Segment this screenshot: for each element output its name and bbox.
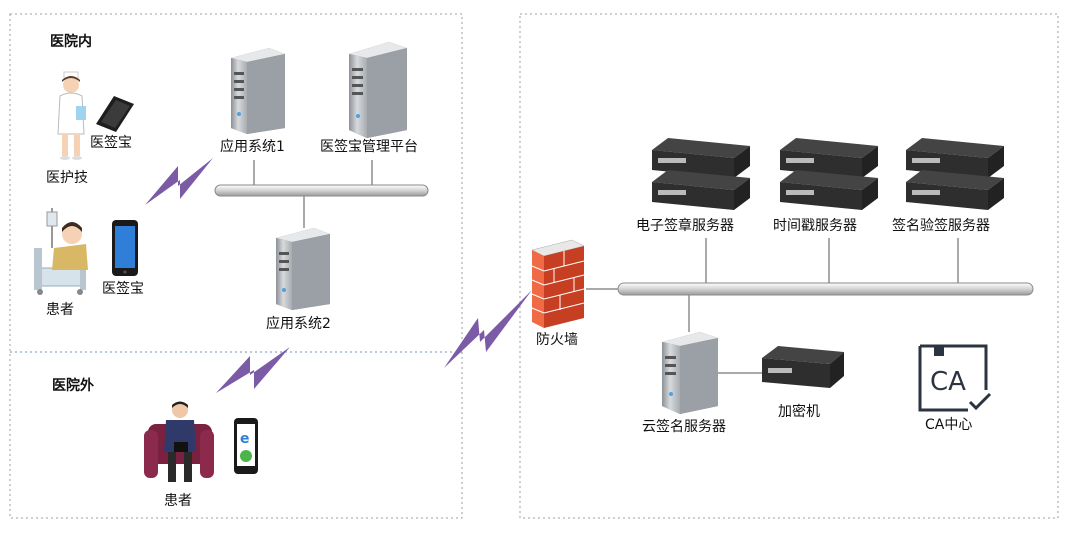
label-cloud-sign-server: 云签名服务器 xyxy=(642,419,726,435)
label-patient-outside: 患者 xyxy=(164,493,192,509)
patient-bed-icon xyxy=(34,208,88,295)
patient-sofa-icon xyxy=(144,401,214,482)
lightning-link-icon xyxy=(216,347,290,393)
phone-icon xyxy=(96,96,134,132)
lightning-link-icon xyxy=(444,290,532,368)
server-tower-icon xyxy=(276,228,330,310)
rack-server-icon xyxy=(762,346,844,388)
server-tower-icon xyxy=(231,48,285,134)
rack-server-icon xyxy=(906,138,1004,210)
label-patient-inside: 患者 xyxy=(46,302,74,318)
svg-text:e: e xyxy=(240,431,250,447)
ca-logo-text: CA xyxy=(930,367,966,397)
datacenter-bus xyxy=(617,282,1034,296)
label-timestamp-server: 时间戳服务器 xyxy=(773,218,857,234)
label-nurse: 医护技 xyxy=(46,170,88,186)
zone-title-inside: 医院内 xyxy=(50,34,92,50)
label-encryptor: 加密机 xyxy=(778,404,820,420)
phone-icon xyxy=(112,220,138,276)
server-tower-icon xyxy=(349,42,407,138)
nurse-icon xyxy=(57,71,86,160)
browser-phone-icon: e xyxy=(234,418,258,474)
zone-title-outside: 医院外 xyxy=(52,378,94,394)
label-app1: 应用系统1 xyxy=(220,139,285,155)
ca-certificate-icon: CA xyxy=(918,344,992,412)
rack-server-icon xyxy=(652,138,750,210)
label-ca-center: CA中心 xyxy=(925,417,973,433)
label-esign-server: 电子签章服务器 xyxy=(636,218,734,234)
hospital-bus xyxy=(214,184,429,197)
lightning-link-icons xyxy=(145,158,532,393)
label-nurse-device: 医签宝 xyxy=(90,135,132,151)
label-sign-platform: 医签宝管理平台 xyxy=(320,139,418,155)
firewall-icon xyxy=(531,239,585,328)
lightning-link-icon xyxy=(145,158,213,205)
server-tower-icon xyxy=(662,332,718,414)
hospital-zone-border xyxy=(9,13,463,519)
label-patient-device: 医签宝 xyxy=(102,281,144,297)
datacenter-network xyxy=(586,238,1034,374)
zone-borders xyxy=(9,13,1059,519)
label-firewall: 防火墙 xyxy=(536,332,578,348)
label-verify-server: 签名验签服务器 xyxy=(892,218,990,234)
label-app2: 应用系统2 xyxy=(266,316,331,332)
hospital-network xyxy=(214,160,429,228)
rack-server-icon xyxy=(780,138,878,210)
datacenter-zone-border xyxy=(519,13,1059,519)
